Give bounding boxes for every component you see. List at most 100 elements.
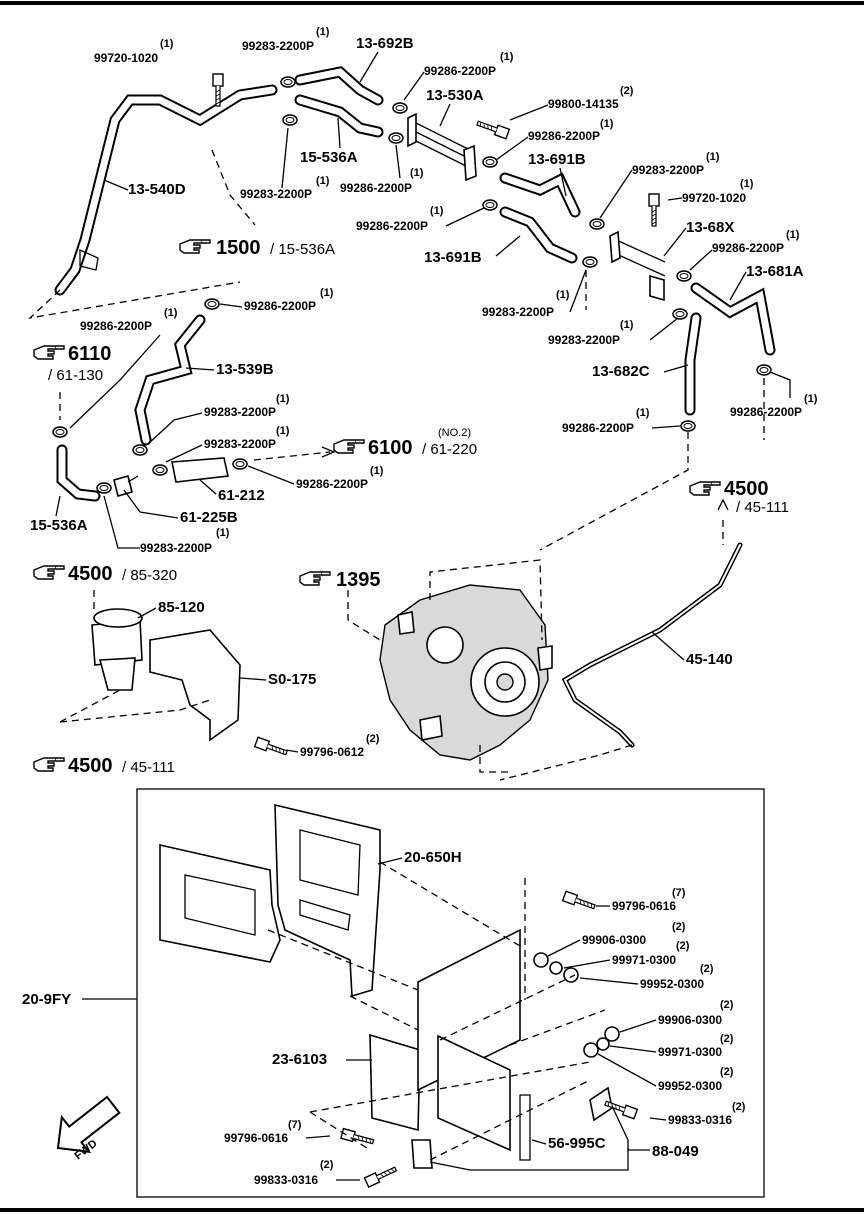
part-99833-0316: 99833-0316 bbox=[254, 1173, 318, 1187]
part-99286-2200P: 99286-2200P bbox=[730, 405, 802, 419]
qty-label: (1) bbox=[160, 38, 174, 50]
part-99286-2200P: 99286-2200P bbox=[296, 477, 368, 491]
part-99286-2200P: 99286-2200P bbox=[528, 129, 600, 143]
part-S0-175: S0-175 bbox=[268, 671, 316, 688]
part-99906-0300: 99906-0300 bbox=[582, 933, 646, 947]
pointing-hand-icon bbox=[33, 757, 65, 772]
ref-6110[interactable]: 6110 bbox=[68, 343, 111, 365]
part-99283-2200P: 99283-2200P bbox=[204, 405, 276, 419]
part-45-140: 45-140 bbox=[686, 651, 733, 668]
qty-label: (1) bbox=[216, 527, 230, 539]
qty-label: (1) bbox=[740, 178, 754, 190]
hose-assembly-middle bbox=[52, 298, 336, 502]
qty-label: (2) bbox=[672, 921, 686, 933]
qty-label: (2) bbox=[720, 1066, 734, 1078]
part-13-691B: 13-691B bbox=[528, 151, 586, 168]
ref-4500-b[interactable]: 4500 bbox=[68, 563, 113, 585]
qty-label: (1) bbox=[786, 229, 800, 241]
part-99796-0616: 99796-0616 bbox=[612, 899, 676, 913]
qty-label: (2) bbox=[720, 999, 734, 1011]
part-61-225B: 61-225B bbox=[180, 509, 238, 526]
part-23-6103: 23-6103 bbox=[272, 1051, 327, 1068]
ref-1395[interactable]: 1395 bbox=[336, 569, 381, 591]
qty-label: (7) bbox=[288, 1119, 302, 1131]
qty-label: (1) bbox=[276, 393, 290, 405]
part-56-995C: 56-995C bbox=[548, 1135, 606, 1152]
pointing-hand-icon bbox=[33, 565, 65, 580]
part-20-9FY: 20-9FY bbox=[22, 991, 71, 1008]
part-99720-1020: 99720-1020 bbox=[94, 51, 158, 65]
part-85-120: 85-120 bbox=[158, 599, 205, 616]
qty-label: (1) bbox=[706, 151, 720, 163]
part-99286-2200P: 99286-2200P bbox=[356, 219, 428, 233]
qty-label: (1) bbox=[320, 287, 334, 299]
qty-label: (1) bbox=[636, 407, 650, 419]
qty-label: (1) bbox=[370, 465, 384, 477]
qty-label: (2) bbox=[732, 1101, 746, 1113]
ecu-assembly bbox=[159, 803, 639, 1188]
part-99283-2200P: 99283-2200P bbox=[240, 187, 312, 201]
qty-label: (2) bbox=[366, 733, 380, 745]
ref-4500-a-sub: / 45-111 bbox=[736, 499, 789, 516]
pointing-hand-icon bbox=[179, 239, 211, 254]
part-99283-2200P: 99283-2200P bbox=[548, 333, 620, 347]
part-99971-0300: 99971-0300 bbox=[658, 1045, 722, 1059]
vaporizer-assembly bbox=[59, 498, 743, 781]
qty-label: (1) bbox=[500, 51, 514, 63]
qty-label: (7) bbox=[672, 887, 686, 899]
qty-label: (1) bbox=[276, 425, 290, 437]
qty-label: (2) bbox=[620, 85, 634, 97]
part-99833-0316: 99833-0316 bbox=[668, 1113, 732, 1127]
pointing-hand-icon bbox=[689, 481, 721, 496]
part-13-681A: 13-681A bbox=[746, 263, 804, 280]
part-61-212: 61-212 bbox=[218, 487, 265, 504]
part-88-049: 88-049 bbox=[652, 1143, 699, 1160]
part-20-650H: 20-650H bbox=[404, 849, 462, 866]
pointing-hand-icon bbox=[33, 345, 65, 360]
part-13-682C: 13-682C bbox=[592, 363, 650, 380]
part-99971-0300: 99971-0300 bbox=[612, 953, 676, 967]
part-99720-1020: 99720-1020 bbox=[682, 191, 746, 205]
ref-4500-b-sub: / 85-320 bbox=[122, 567, 177, 584]
part-99286-2200P: 99286-2200P bbox=[80, 319, 152, 333]
ref-6100-no2: (NO.2) bbox=[438, 427, 471, 439]
ref-1500-sub: / 15-536A bbox=[270, 241, 335, 258]
part-99952-0300: 99952-0300 bbox=[658, 1079, 722, 1093]
ref-4500-c[interactable]: 4500 bbox=[68, 755, 113, 777]
pointing-hand-icon bbox=[299, 571, 331, 586]
part-99796-0616: 99796-0616 bbox=[224, 1131, 288, 1145]
ref-6100-sub: / 61-220 bbox=[422, 441, 477, 458]
part-99286-2200P: 99286-2200P bbox=[424, 64, 496, 78]
part-13-540D: 13-540D bbox=[128, 181, 186, 198]
part-99283-2200P: 99283-2200P bbox=[140, 541, 212, 555]
qty-label: (1) bbox=[556, 289, 570, 301]
part-99283-2200P: 99283-2200P bbox=[242, 39, 314, 53]
part-99283-2200P: 99283-2200P bbox=[204, 437, 276, 451]
part-13-692B: 13-692B bbox=[356, 35, 414, 52]
qty-label: (2) bbox=[676, 940, 690, 952]
part-99952-0300: 99952-0300 bbox=[640, 977, 704, 991]
part-15-536A: 15-536A bbox=[30, 517, 88, 534]
ecu-assembly-box bbox=[136, 788, 765, 1198]
qty-label: (1) bbox=[164, 307, 178, 319]
part-99800-14135: 99800-14135 bbox=[548, 97, 619, 111]
ref-6100[interactable]: 6100 bbox=[368, 437, 413, 459]
qty-label: (1) bbox=[316, 26, 330, 38]
part-99286-2200P: 99286-2200P bbox=[562, 421, 634, 435]
ref-4500-a[interactable]: 4500 bbox=[724, 478, 769, 500]
part-99906-0300: 99906-0300 bbox=[658, 1013, 722, 1027]
qty-label: (1) bbox=[600, 118, 614, 130]
part-99286-2200P: 99286-2200P bbox=[244, 299, 316, 313]
part-13-539B: 13-539B bbox=[216, 361, 274, 378]
part-13-691B: 13-691B bbox=[424, 249, 482, 266]
part-99286-2200P: 99286-2200P bbox=[340, 181, 412, 195]
hose-assembly-upper bbox=[27, 66, 776, 551]
qty-label: (2) bbox=[700, 963, 714, 975]
ref-1500[interactable]: 1500 bbox=[216, 237, 261, 259]
fwd-arrow-icon bbox=[56, 1095, 121, 1154]
qty-label: (1) bbox=[804, 393, 818, 405]
ref-4500-c-sub: / 45-111 bbox=[122, 759, 175, 776]
part-99283-2200P: 99283-2200P bbox=[632, 163, 704, 177]
part-15-536A: 15-536A bbox=[300, 149, 358, 166]
